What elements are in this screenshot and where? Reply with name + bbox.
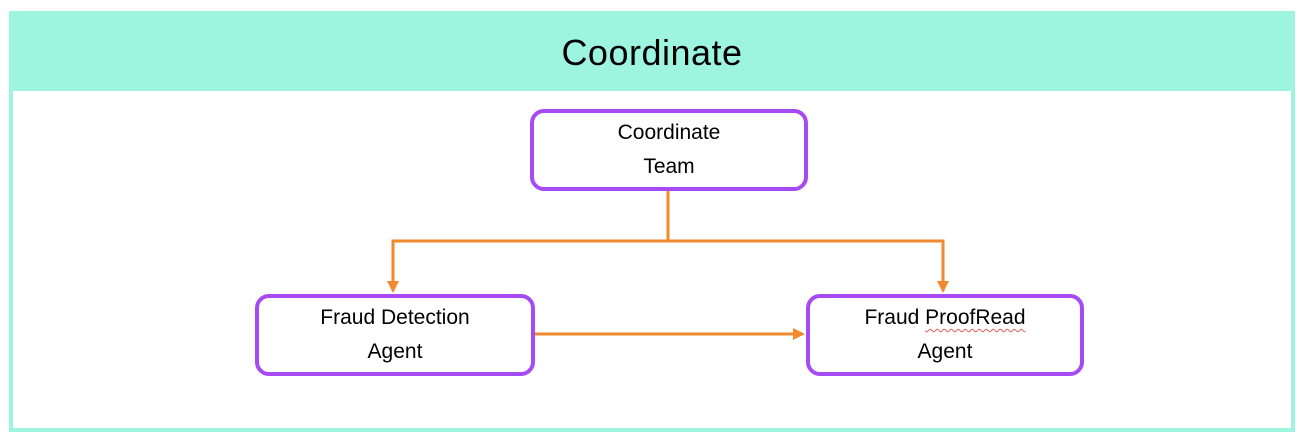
node-coordinate-team-line2: Team xyxy=(643,155,695,178)
spellcheck-flagged-word: ProofRead xyxy=(925,306,1026,329)
connector-team-to-proofread xyxy=(668,239,949,293)
node-fraud-proofread-prefix: Fraud xyxy=(864,306,926,329)
node-coordinate-team[interactable]: Coordinate Team xyxy=(530,109,808,191)
node-coordinate-team-line1: Coordinate xyxy=(617,121,721,144)
diagram-title: Coordinate xyxy=(561,32,743,73)
node-fraud-proofread-line1: Fraud ProofRead xyxy=(864,301,1025,335)
node-fraud-detection-line1: Fraud Detection xyxy=(320,306,470,329)
header-bar: Coordinate xyxy=(13,15,1291,91)
node-fraud-proofread-line2: Agent xyxy=(917,340,973,363)
diagram-frame: Coordinate xyxy=(9,11,1295,432)
node-fraud-detection-line2: Agent xyxy=(367,340,423,363)
connector-team-to-detection xyxy=(387,191,670,293)
node-fraud-proofread-agent[interactable]: Fraud ProofRead Agent xyxy=(806,294,1084,376)
node-fraud-detection-agent[interactable]: Fraud Detection Agent xyxy=(255,294,535,376)
